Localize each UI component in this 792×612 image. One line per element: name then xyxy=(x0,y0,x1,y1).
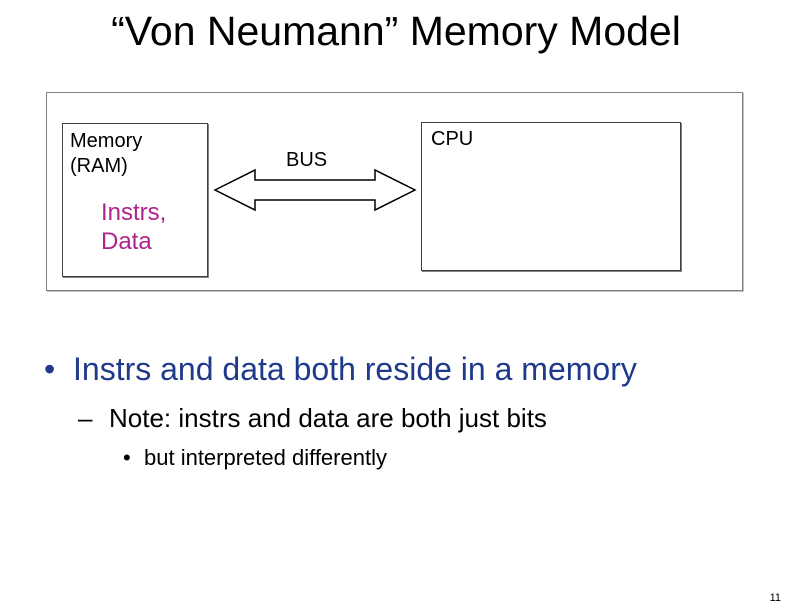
bullet-marker: • xyxy=(123,445,131,470)
system-box xyxy=(46,92,743,291)
bus-arrow-shape xyxy=(213,168,417,212)
bus-arrow-icon xyxy=(213,168,417,212)
cpu-label: CPU xyxy=(431,128,474,150)
memory-label-line-1: Memory (RAM) xyxy=(70,130,143,177)
memory-label: Memory (RAM) xyxy=(70,129,142,179)
bus-label: BUS xyxy=(286,149,328,171)
memory-contents-text: Instrs, Data xyxy=(101,199,167,255)
bullet-text: but interpreted differently xyxy=(144,445,387,470)
bullet-level-1: • Instrs and data both reside in a memory xyxy=(44,349,637,389)
bullet-text: Note: instrs and data are both just bits xyxy=(109,403,547,433)
bullet-level-2: –Note: instrs and data are both just bit… xyxy=(78,401,547,435)
page-number: 11 xyxy=(769,592,781,604)
cpu-box xyxy=(421,122,681,271)
memory-contents: Instrs, Data xyxy=(101,198,166,256)
bullet-marker: • xyxy=(44,351,56,387)
bullet-text: Instrs and data both reside in a memory xyxy=(73,351,637,387)
bullet-marker: – xyxy=(78,403,93,433)
bullet-level-3: • but interpreted differently xyxy=(123,443,387,473)
memory-box xyxy=(62,123,208,277)
slide-title: “Von Neumann” Memory Model xyxy=(111,8,681,54)
